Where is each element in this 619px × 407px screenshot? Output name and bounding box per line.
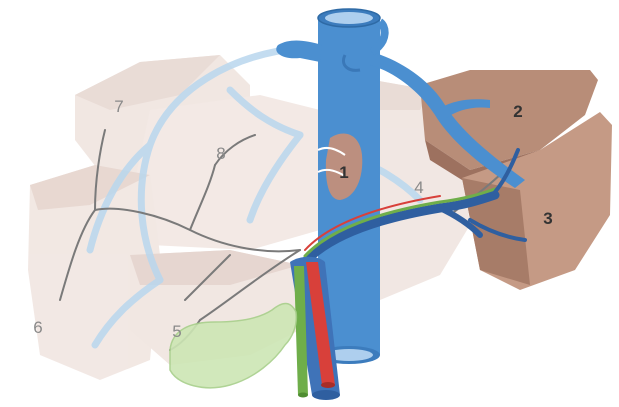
segment-label-6: 6 <box>33 318 42 337</box>
segment-label-3: 3 <box>543 209 552 228</box>
segment-label-5: 5 <box>172 322 181 341</box>
segment-label-8: 8 <box>216 144 225 163</box>
segment-label-7: 7 <box>114 97 123 116</box>
right-hepatic-vein <box>276 40 322 62</box>
segment-label-4: 4 <box>414 178 423 197</box>
segment-label-2: 2 <box>513 102 522 121</box>
segment-label-1: 1 <box>339 163 348 182</box>
